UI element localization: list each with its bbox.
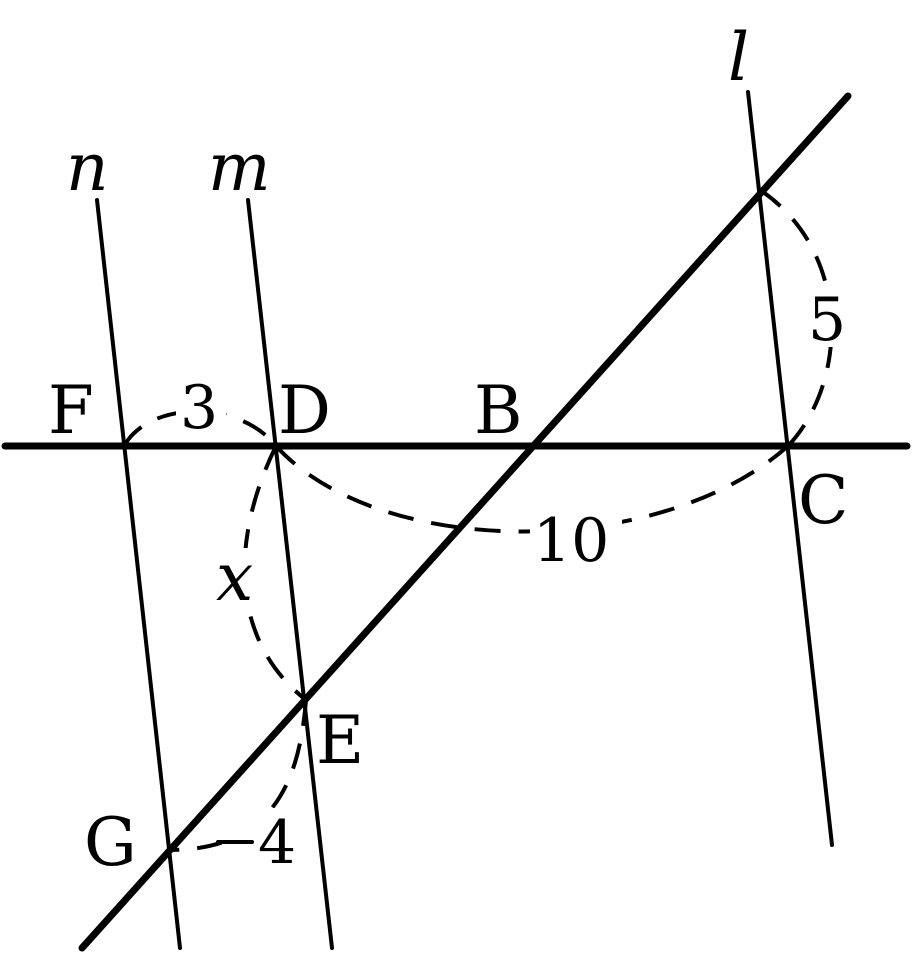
label-d: D bbox=[278, 372, 331, 449]
measure-fd: 3 bbox=[180, 373, 218, 443]
line-l bbox=[746, 90, 834, 847]
label-l: l bbox=[728, 19, 749, 96]
label-f: F bbox=[48, 372, 94, 449]
label-m: m bbox=[208, 129, 271, 206]
measure-dc: 10 bbox=[533, 506, 609, 576]
label-g: G bbox=[84, 804, 137, 881]
measure-l-segment: 5 bbox=[808, 285, 846, 355]
arc-eg bbox=[169, 699, 308, 852]
arc-fd bbox=[122, 409, 278, 448]
arc-dc bbox=[274, 444, 790, 534]
label-n: n bbox=[66, 129, 109, 206]
label-b: B bbox=[474, 372, 523, 449]
label-e: E bbox=[316, 702, 364, 779]
line-n bbox=[95, 198, 182, 950]
label-c: C bbox=[798, 462, 849, 539]
line-gb bbox=[78, 92, 852, 952]
measure-de: x bbox=[216, 539, 253, 616]
line-m bbox=[246, 198, 334, 950]
measure-eg: 4 bbox=[258, 808, 296, 878]
